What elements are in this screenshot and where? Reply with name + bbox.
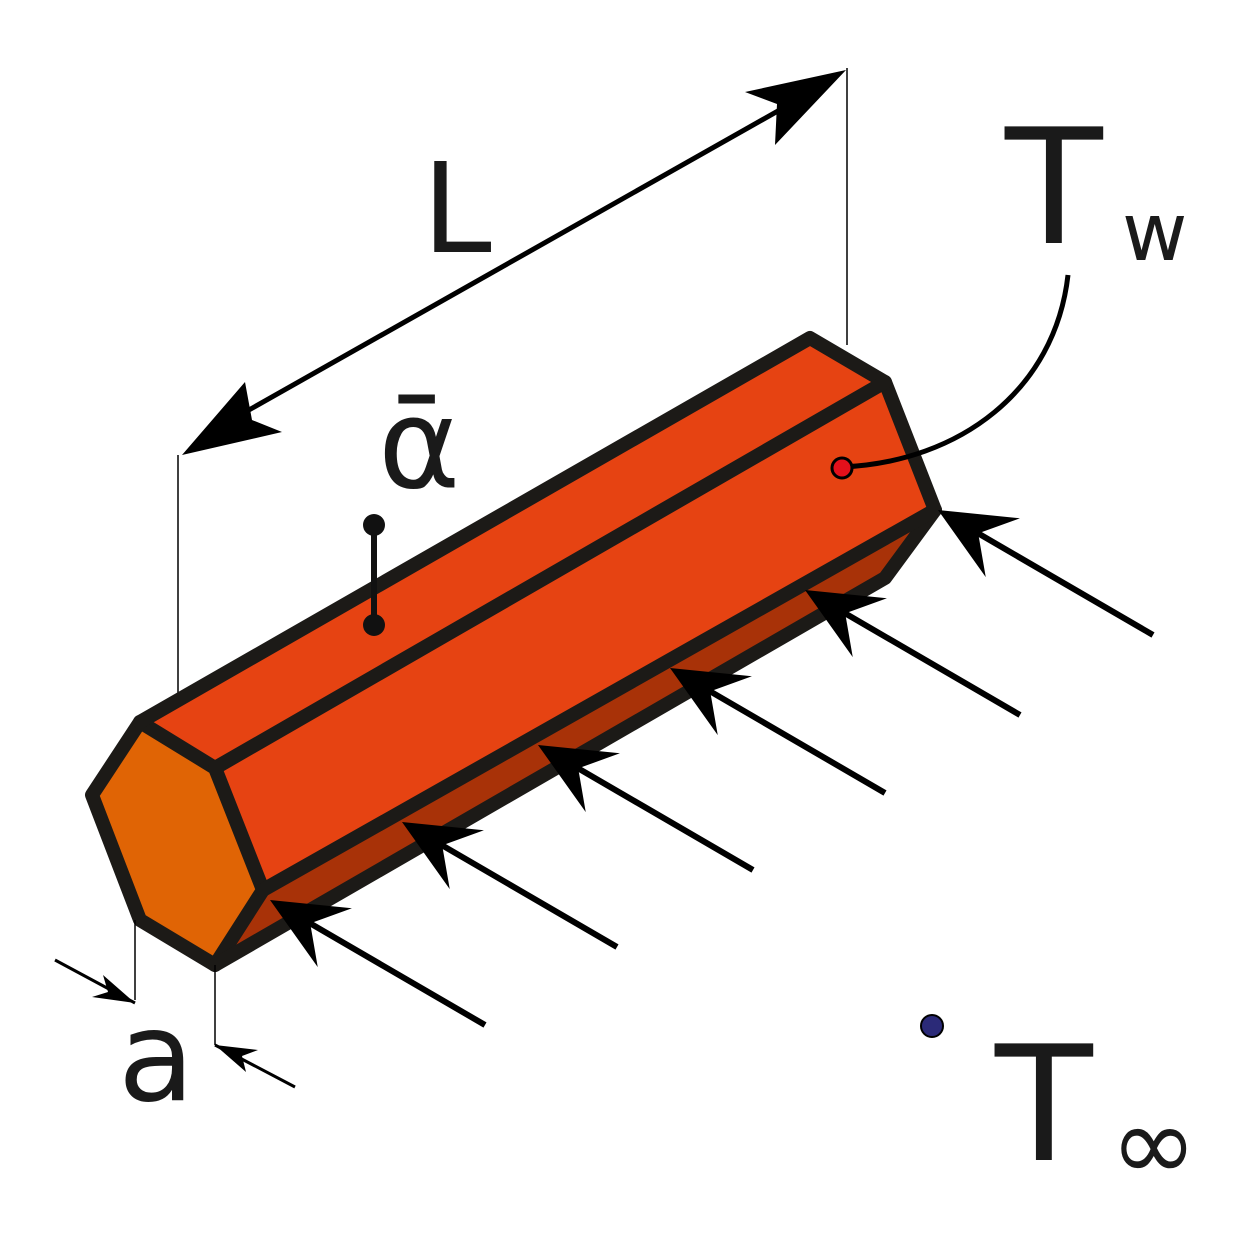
flow-arrow-shaft: [829, 602, 1022, 718]
ambient-temperature-subscript: ∞: [1110, 1083, 1197, 1205]
side-length-dimension: [54, 920, 296, 1089]
flow-arrow-head: [805, 590, 887, 658]
flow-arrow-head: [270, 900, 352, 968]
wall-temperature-subscript: w: [1122, 186, 1187, 279]
heat-transfer-coefficient-marker: [363, 514, 385, 636]
flow-arrow-head: [402, 822, 484, 890]
wall-temperature-point: [830, 456, 854, 480]
flow-arrow-shaft: [562, 757, 755, 873]
flow-arrow-shaft: [294, 912, 487, 1028]
flow-arrow-shaft: [426, 834, 619, 950]
flow-arrow-head: [538, 745, 620, 813]
rod-upper-left-face: [140, 338, 885, 768]
flow-arrow-head: [670, 668, 752, 736]
heat-transfer-coefficient-label: ᾱ: [378, 372, 460, 517]
ambient-temperature-label: T: [994, 1011, 1094, 1198]
length-label: L: [422, 137, 492, 282]
ambient-flow-arrows: [270, 510, 1155, 1028]
side-length-label: a: [118, 985, 195, 1130]
wall-temperature-leader-line: [841, 274, 1071, 470]
rod-bottom-face: [215, 510, 935, 965]
flow-arrow-shaft: [962, 522, 1155, 638]
flow-arrow-shaft: [694, 680, 887, 796]
ambient-temperature-point: [920, 1014, 944, 1038]
rod-front-right-face: [215, 382, 935, 890]
flow-arrow-head: [938, 510, 1020, 578]
wall-temperature-label: T: [1004, 94, 1104, 281]
length-dimension-arrow: [182, 70, 846, 455]
